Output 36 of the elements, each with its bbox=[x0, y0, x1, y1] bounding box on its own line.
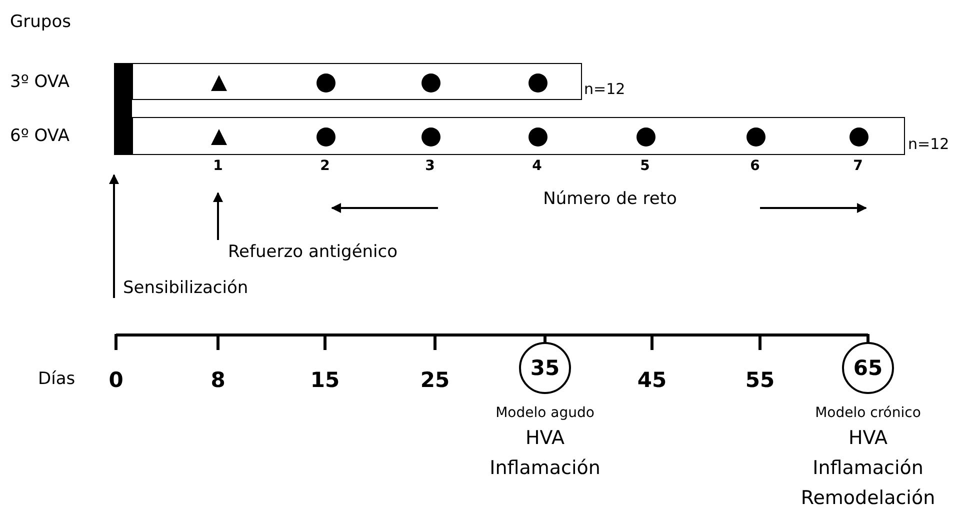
challenge-number: 4 bbox=[532, 158, 542, 174]
day-number: 25 bbox=[420, 368, 450, 392]
group-timeline-bar bbox=[132, 117, 905, 155]
challenge-number: 6 bbox=[750, 158, 760, 174]
challenge-number: 2 bbox=[320, 158, 330, 174]
annotation-text: Refuerzo antigénico bbox=[212, 240, 400, 262]
group-label: 6º OVA bbox=[10, 126, 70, 146]
arrow bbox=[213, 192, 223, 240]
challenge-number: 3 bbox=[425, 158, 435, 174]
heading-label: Grupos bbox=[10, 12, 71, 32]
group-label: 3º OVA bbox=[10, 72, 70, 92]
outcome-label: Modelo agudo bbox=[496, 405, 594, 422]
challenge-number: 1 bbox=[213, 158, 223, 174]
axis-title: Días bbox=[38, 369, 76, 389]
outcome-label: Remodelación bbox=[800, 487, 936, 509]
annotation-text: Sensibilización bbox=[108, 276, 250, 298]
sample-size-label: n=12 bbox=[584, 80, 626, 98]
outcome-label: HVA bbox=[525, 427, 565, 449]
outcome-label: HVA bbox=[848, 427, 888, 449]
outcome-label: Modelo crónico bbox=[815, 405, 921, 422]
sample-size-label: n=12 bbox=[908, 135, 950, 153]
day-number: 45 bbox=[637, 368, 667, 392]
challenge-number: 7 bbox=[853, 158, 863, 174]
day-number: 0 bbox=[108, 368, 124, 392]
day-number: 8 bbox=[210, 368, 226, 392]
axis-title: Número de reto bbox=[543, 189, 677, 209]
day-circle: 65 bbox=[842, 342, 894, 394]
arrow bbox=[109, 174, 119, 298]
challenge-number: 5 bbox=[640, 158, 650, 174]
sensitization-bar bbox=[114, 63, 132, 155]
outcome-label: Inflamación bbox=[490, 457, 600, 479]
group-timeline-bar bbox=[132, 63, 582, 100]
day-number: 15 bbox=[310, 368, 340, 392]
day-circle: 35 bbox=[519, 342, 571, 394]
outcome-label: Inflamación bbox=[812, 457, 924, 479]
day-number: 55 bbox=[745, 368, 775, 392]
